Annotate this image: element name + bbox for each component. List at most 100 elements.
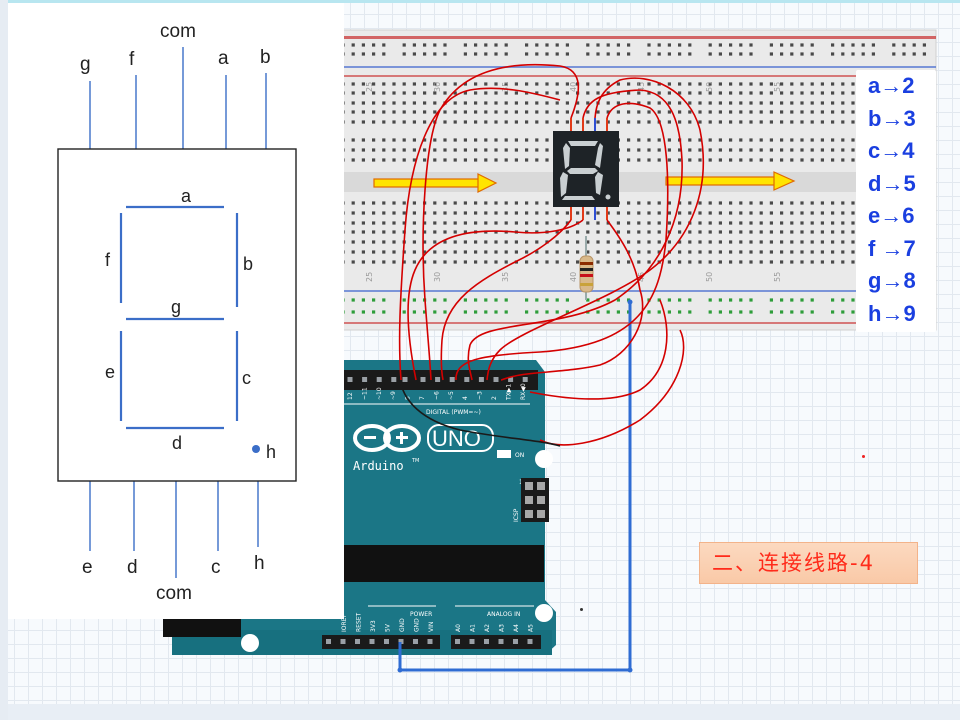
breadboard-column-number: 30	[433, 82, 442, 92]
top-rule	[0, 0, 960, 3]
analog-pin-label: A3	[499, 624, 506, 632]
power-pin-label: IOREF	[341, 614, 348, 632]
digital-pin-label: 12	[347, 392, 354, 400]
top-pin-g-label: g	[80, 54, 91, 75]
bottom-pin-c-label: c	[211, 557, 221, 578]
analog-label: ANALOG IN	[487, 611, 520, 618]
breadboard-column-number: 50	[705, 272, 714, 282]
digital-pin-label: 2	[491, 396, 498, 400]
breadboard-column-number: 35	[501, 82, 510, 92]
power-pin-label: 5V	[385, 623, 392, 632]
analog-pin-label: A2	[484, 624, 491, 632]
bottom-pin-e-label: e	[82, 557, 93, 578]
direction-arrow-right	[665, 171, 796, 191]
mapping-row-a: a→2	[868, 73, 915, 98]
brand-name: Arduino	[353, 459, 404, 473]
analog-pin-label: A1	[470, 624, 477, 632]
digital-pin-label: ~9	[390, 391, 397, 400]
digital-pin-label: ~6	[433, 391, 440, 400]
top-pin-com-label: com	[160, 21, 196, 42]
segment-lines	[119, 205, 239, 430]
digital-pin-label: ~10	[376, 387, 383, 400]
breadboard-column-number: 40	[569, 272, 578, 282]
mapping-row-c: c→4	[868, 138, 915, 163]
power-pin-label: GND	[414, 618, 421, 632]
top-pin-a-label: a	[218, 48, 229, 69]
segment-g-label: g	[171, 297, 181, 317]
direction-arrow-left	[373, 173, 498, 193]
segment-h-label: h	[266, 442, 276, 462]
seven-segment-display	[553, 118, 619, 220]
breadboard-column-number: 45	[637, 82, 646, 92]
segment-e-label: e	[105, 362, 115, 382]
power-label: POWER	[410, 611, 432, 618]
breadboard-column-number: 50	[705, 82, 714, 92]
bottom-pin-com-label: com	[156, 583, 192, 604]
bottom-header-pins	[326, 639, 533, 644]
analog-pin-labels: A0 A1 A2 A3 A4 A5	[455, 624, 535, 632]
section-caption: 二、连接线路-4	[699, 542, 918, 584]
power-pin-label: 3V3	[370, 620, 377, 632]
digital-pin-label: ~5	[448, 391, 455, 400]
signal-wires	[398, 63, 704, 446]
model-name: UNO	[432, 426, 481, 451]
analog-pin-label: A0	[455, 624, 462, 632]
bottom-pin-h-label: h	[254, 553, 265, 574]
breadboard-column-number: 30	[433, 272, 442, 282]
usb-connector	[163, 619, 241, 637]
mount-hole-icon	[535, 604, 553, 622]
mapping-row-g: g→8	[868, 268, 916, 293]
icsp-label: ICSP	[513, 508, 520, 522]
breadboard-column-number: 35	[501, 272, 510, 282]
bottom-pin-d-label: d	[127, 557, 138, 578]
analog-pin-label: A4	[513, 624, 520, 632]
mount-hole-icon	[535, 450, 553, 468]
digital-pins	[347, 377, 528, 382]
brand-tm: TM	[411, 458, 419, 464]
segment-d-label: d	[172, 433, 182, 453]
mapping-row-e: e→6	[868, 203, 915, 228]
mount-hole-icon	[241, 634, 259, 652]
gnd-wire	[398, 302, 632, 672]
on-label: ON	[515, 452, 524, 459]
decimal-point-dot	[252, 445, 260, 453]
pin-mapping-panel: a→2 b→3 c→4 d→5 e→6 f →7 g→8 h→9	[856, 70, 936, 332]
resistor	[579, 236, 594, 300]
segment-a-label: a	[181, 186, 192, 206]
breadboard-column-number: 25	[365, 272, 374, 282]
top-pin-b-label: b	[260, 47, 271, 68]
digital-label: DIGITAL (PWM=~)	[426, 409, 481, 416]
mapping-row-h: h→9	[868, 300, 916, 326]
breadboard-column-number: 25	[365, 82, 374, 92]
uno-badge	[427, 424, 494, 452]
power-pin-label: GND	[399, 618, 406, 632]
breadboard-column-number: 55	[773, 272, 782, 282]
display-outline	[57, 148, 297, 482]
bottom-pin-lines	[89, 481, 259, 578]
black-wire	[400, 383, 561, 447]
digital-pin-label: ~11	[361, 387, 368, 400]
stray-dot	[862, 455, 865, 458]
icsp-header	[521, 478, 549, 522]
power-jack	[344, 545, 544, 582]
segment-c-label: c	[242, 368, 251, 388]
analog-header	[451, 635, 541, 649]
digital-pin-label: RX◀0	[520, 383, 527, 400]
digital-pin-label: 7	[419, 396, 426, 400]
left-strip	[0, 0, 8, 720]
stray-dot	[580, 608, 583, 611]
top-pin-lines	[89, 47, 267, 149]
on-led	[497, 450, 511, 458]
arduino-logo	[353, 424, 421, 452]
analog-pin-label: A5	[528, 624, 535, 632]
segment-b-label: b	[243, 254, 253, 274]
mapping-row-b: b→3	[868, 105, 916, 131]
power-pin-label: VIN	[428, 622, 435, 632]
digital-pin-label: TX▶1	[505, 384, 512, 401]
top-pin-f-label: f	[129, 49, 135, 70]
breadboard-column-number: 40	[569, 82, 578, 92]
power-header	[322, 635, 440, 649]
